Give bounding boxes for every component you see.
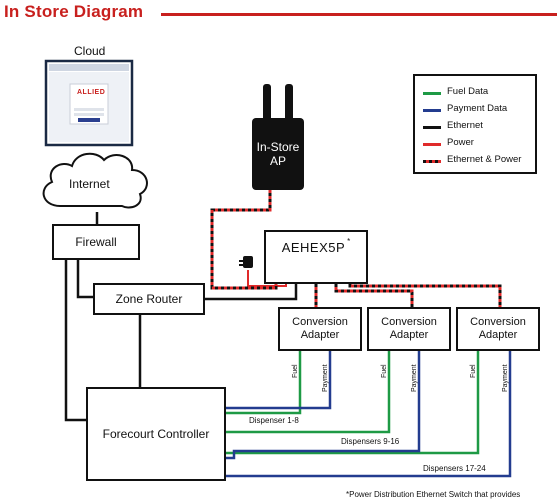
- adapter-2-line1: Conversion: [381, 316, 437, 328]
- fuel-wire-label-2: Fuel: [381, 364, 388, 378]
- adapter-2-line2: Adapter: [389, 329, 429, 341]
- legend-label-payment: Payment Data: [447, 103, 508, 114]
- adapter-1-line2: Adapter: [300, 329, 340, 341]
- title-rule: [161, 13, 557, 16]
- adapter-3-line1: Conversion: [470, 316, 526, 328]
- internet-cloud-shape: [42, 152, 148, 209]
- forecourt-controller-box: Forecourt Controller: [86, 387, 226, 481]
- internet-label: Internet: [69, 177, 110, 191]
- power-plug-icon: [239, 256, 253, 268]
- legend-swatch-power: [423, 143, 441, 146]
- ap-antennas-icon: [263, 84, 293, 122]
- fuel-wire-label-1: Fuel: [292, 364, 299, 378]
- ethernet-power-line-adapter-2: [334, 281, 414, 307]
- firewall-box: Firewall: [52, 224, 140, 260]
- payment-wire-label-3: Payment: [502, 364, 509, 392]
- legend: Fuel Data Payment Data Ethernet Power Et…: [413, 74, 537, 174]
- legend-item-fuel: Fuel Data: [415, 86, 535, 100]
- payment-wire-label-1: Payment: [322, 364, 329, 392]
- cloud-monitor: [44, 59, 134, 147]
- zone-router-label: Zone Router: [115, 292, 183, 306]
- ethernet-line-router-switch: [205, 281, 298, 301]
- ethernet-power-line-adapter-3: [348, 281, 502, 307]
- payment-line-adapter-2: [226, 350, 421, 460]
- ap-label-line2: AP: [269, 154, 286, 168]
- cloud-screen-logo: ALLIED: [77, 89, 106, 96]
- zone-router-box: Zone Router: [93, 283, 205, 315]
- fuel-line-adapter-1: [226, 350, 302, 415]
- legend-label-ethernet: Ethernet: [447, 120, 483, 131]
- in-store-ap: In-Store AP: [252, 118, 304, 190]
- legend-swatch-fuel: [423, 92, 441, 95]
- ap-label-line1: In-Store: [256, 140, 300, 154]
- dispenser-label-3: Dispensers 17-24: [423, 464, 486, 473]
- switch-asterisk: *: [347, 237, 351, 246]
- legend-item-power: Power: [415, 137, 535, 151]
- dispenser-label-2: Dispensers 9-16: [341, 437, 400, 446]
- conversion-adapter-1: Conversion Adapter: [278, 307, 362, 351]
- switch-box: AEHEX5P *: [264, 230, 368, 284]
- fuel-line-adapter-2: [226, 350, 391, 434]
- conversion-adapter-3: Conversion Adapter: [456, 307, 540, 351]
- legend-swatch-ethernet-power: [423, 160, 441, 163]
- firewall-label: Firewall: [75, 235, 117, 249]
- conversion-adapter-2: Conversion Adapter: [367, 307, 451, 351]
- legend-swatch-ethernet: [423, 126, 441, 129]
- ethernet-line-firewall-router: [76, 260, 93, 299]
- dispenser-label-1: Dispenser 1-8: [249, 416, 299, 425]
- adapter-1-line1: Conversion: [292, 316, 348, 328]
- payment-line-adapter-3: [226, 350, 512, 478]
- legend-label-ethernet-power: Ethernet & Power: [447, 154, 522, 165]
- page-title: In Store Diagram: [4, 2, 144, 21]
- cloud-label: Cloud: [74, 44, 106, 58]
- adapter-3-line2: Adapter: [478, 329, 518, 341]
- legend-label-power: Power: [447, 137, 474, 148]
- forecourt-controller-label: Forecourt Controller: [102, 427, 210, 441]
- legend-item-ethernet-power: Ethernet & Power: [415, 154, 535, 168]
- footnote: *Power Distribution Ethernet Switch that…: [346, 490, 521, 499]
- legend-item-payment: Payment Data: [415, 103, 535, 117]
- ethernet-power-line-ap: [210, 190, 278, 290]
- ethernet-line-firewall-forecourt: [64, 260, 86, 422]
- legend-item-ethernet: Ethernet: [415, 120, 535, 134]
- fuel-wire-label-3: Fuel: [470, 364, 477, 378]
- legend-swatch-payment: [423, 109, 441, 112]
- legend-label-fuel: Fuel Data: [447, 86, 489, 97]
- fuel-line-adapter-3: [226, 350, 480, 455]
- payment-line-adapter-1: [226, 350, 332, 410]
- payment-wire-label-2: Payment: [411, 364, 418, 392]
- switch-label: AEHEX5P: [281, 240, 346, 255]
